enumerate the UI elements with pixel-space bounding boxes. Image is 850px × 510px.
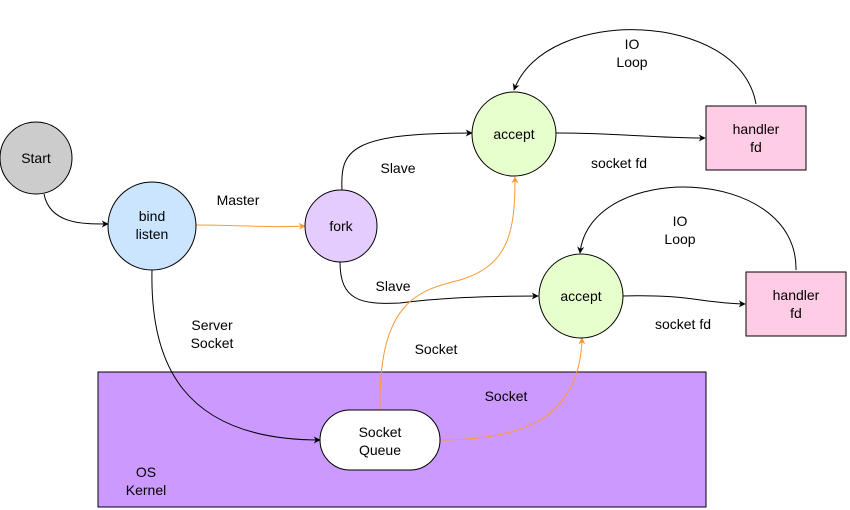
accept-bottom-node: [538, 253, 624, 339]
start-label: Start: [21, 150, 51, 166]
edge-bind-to-socket-queue: [151, 269, 321, 444]
edge-fork-to-accept-top: [341, 129, 473, 191]
socket-fd-bottom-label: socket fd: [655, 316, 711, 332]
handler-bottom-label-line2: fd: [790, 305, 802, 321]
os-kernel-label-line1: OS: [136, 464, 156, 480]
bind-listen-node: [107, 181, 197, 271]
server-socket-label-line2: Socket: [191, 335, 234, 351]
accept-top-label: accept: [493, 126, 534, 142]
listen-label: listen: [136, 226, 169, 242]
accept-top-node: [471, 91, 557, 177]
edge-accept-top-to-handler: [555, 132, 706, 142]
edge-handler-top-io-loop: [512, 29, 757, 105]
fork-node: [304, 189, 378, 263]
bind-label: bind: [139, 208, 165, 224]
socket-queue-node: [319, 409, 441, 471]
io-loop-top-label-line2: Loop: [616, 54, 647, 70]
io-loop-bottom-label-line1: IO: [673, 213, 688, 229]
socket-lower-label: Socket: [485, 388, 528, 404]
handler-bottom-node: [745, 271, 847, 337]
socket-fd-top-label: socket fd: [591, 155, 647, 171]
fork-label: fork: [329, 218, 353, 234]
edge-socket-queue-to-accept-bottom: [439, 337, 586, 441]
io-loop-bottom-label-line2: Loop: [664, 231, 695, 247]
os-kernel-label-line2: Kernel: [126, 482, 166, 498]
edge-socket-queue-to-accept-top: [379, 176, 519, 411]
slave-bottom-label: Slave: [375, 278, 410, 294]
server-socket-label-line1: Server: [191, 317, 233, 333]
accept-bottom-label: accept: [560, 288, 601, 304]
socket-upper-label: Socket: [415, 341, 458, 357]
handler-bottom-label-line1: handler: [773, 287, 820, 303]
handler-top-node: [705, 105, 807, 171]
master-label: Master: [217, 192, 260, 208]
socket-queue-label-line2: Queue: [359, 442, 401, 458]
socket-queue-label-line1: Socket: [359, 424, 402, 440]
edge-start-to-bind: [43, 193, 109, 228]
edge-bind-to-fork: [195, 222, 306, 230]
io-loop-top-label-line1: IO: [625, 36, 640, 52]
handler-top-label-line1: handler: [733, 121, 780, 137]
start-node: [0, 121, 73, 195]
handler-top-label-line2: fd: [750, 139, 762, 155]
edge-fork-to-accept-bottom: [339, 261, 539, 304]
edge-handler-bottom-io-loop: [577, 186, 797, 271]
edge-accept-bottom-to-handler: [621, 295, 746, 308]
slave-top-label: Slave: [380, 160, 415, 176]
